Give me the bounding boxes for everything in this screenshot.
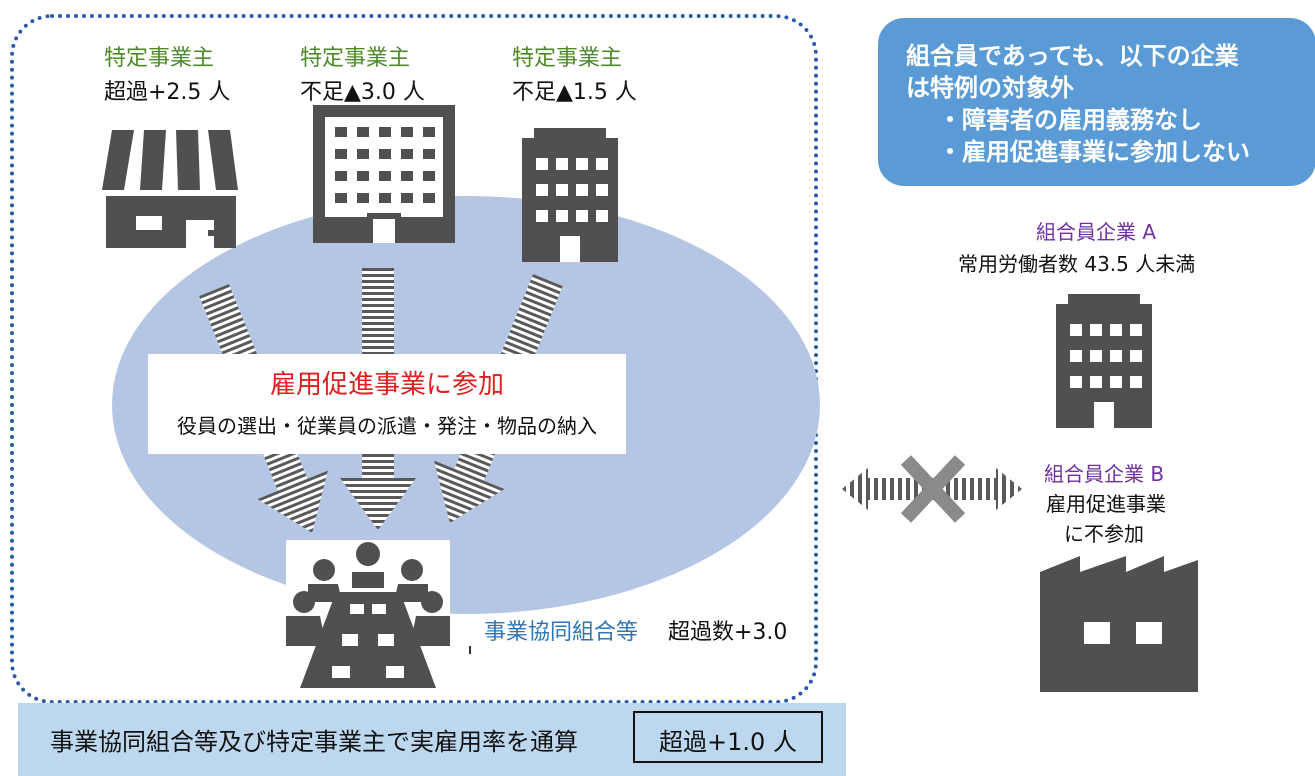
exclusion-line-2: は特例の対象外 [906, 74, 1074, 102]
member-b-desc-1: 雇用促進事業 [1046, 492, 1166, 516]
participation-subtitle: 役員の選出・従業員の派遣・発注・物品の納入 [177, 414, 597, 438]
bottom-banner [18, 703, 846, 776]
shop-icon [102, 130, 238, 248]
flow-arrows [199, 268, 563, 533]
participation-box [148, 354, 626, 454]
meeting-icon [286, 540, 450, 692]
employer-1-status: 超過+2.5 人 [104, 80, 231, 105]
member-a-desc: 常用労働者数 43.5 人未満 [958, 252, 1196, 276]
employer-2-status: 不足▲3.0 人 [300, 80, 425, 105]
factory-icon [1040, 556, 1198, 692]
exclusion-line-1: 組合員であっても、以下の企業 [906, 42, 1239, 70]
member-a-title: 組合員企業 A [1036, 220, 1157, 244]
cooperative-excess: 超過数+3.0 [668, 620, 788, 645]
tick-mark [469, 646, 471, 654]
member-b-desc-2: に不参加 [1064, 522, 1144, 546]
member-a-building-icon [1056, 294, 1152, 428]
employer-1-title: 特定事業主 [104, 46, 215, 71]
blocked-arrow-icon [842, 455, 1022, 523]
member-group-frame [10, 14, 818, 704]
exclusion-note-box [878, 18, 1315, 186]
exclusion-line-3: ・障害者の雇用義務なし [938, 106, 1202, 134]
employer-2-title: 特定事業主 [300, 46, 411, 71]
small-building-icon [522, 128, 618, 262]
office-building-icon [313, 105, 455, 243]
banner-text: 事業協同組合等及び特定事業主で実雇用率を通算 [50, 728, 578, 756]
banner-result-text: 超過+1.0 人 [659, 728, 797, 756]
employer-3-title: 特定事業主 [512, 46, 623, 71]
employer-3-status: 不足▲1.5 人 [512, 80, 637, 105]
exclusion-line-4: ・雇用促進事業に参加しない [938, 138, 1250, 166]
cooperative-label: 事業協同組合等 [484, 620, 639, 645]
participation-title: 雇用促進事業に参加 [269, 370, 504, 400]
banner-result-box [633, 711, 823, 763]
member-b-title: 組合員企業 B [1044, 462, 1165, 486]
